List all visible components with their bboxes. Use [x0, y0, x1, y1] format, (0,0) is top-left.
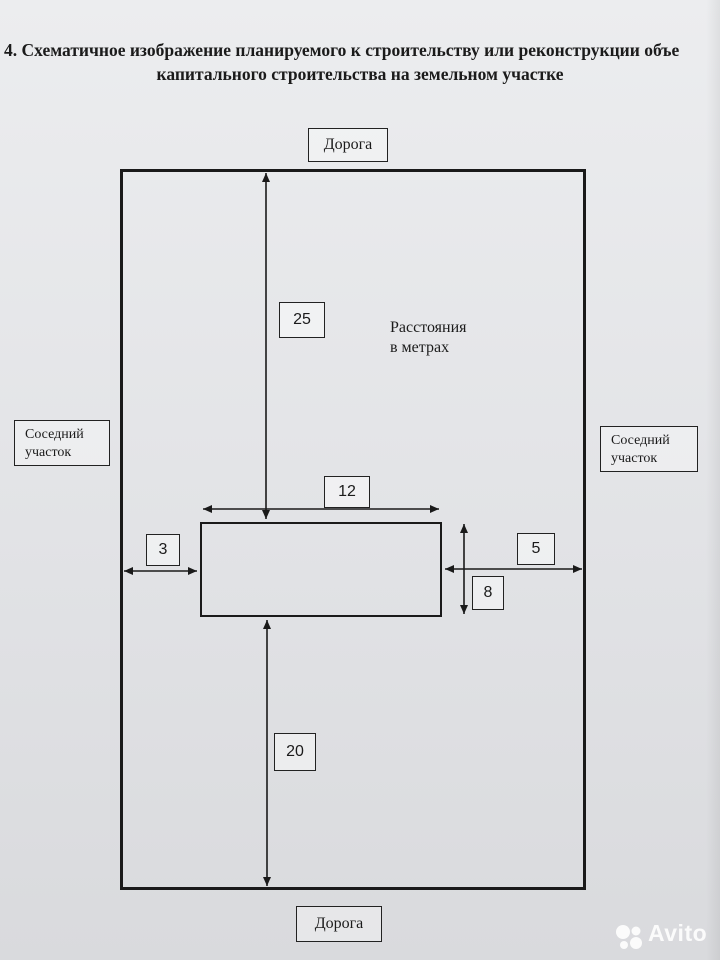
heading-line-1: 4. Схематичное изображение планируемого …: [4, 40, 680, 60]
units-note-line-2: в метрах: [390, 339, 450, 356]
neighbor-left-line-2: участок: [25, 445, 72, 460]
section-heading: 4. Схематичное изображение планируемого …: [0, 40, 720, 88]
avito-watermark-text: Avito: [648, 920, 708, 946]
road-bottom-label: Дорога: [296, 906, 382, 942]
units-note: Расстояния в метрах: [390, 318, 467, 358]
dimension-to-road-bottom: 20: [274, 733, 316, 771]
dimension-to-right-neighbor: 5: [517, 533, 555, 565]
land-plot-boundary: [120, 169, 586, 890]
units-note-line-1: Расстояния: [390, 319, 467, 336]
neighbor-left-label: Соседний участок: [14, 420, 110, 466]
page-shadow: [706, 0, 720, 960]
neighbor-right-line-2: участок: [611, 451, 658, 466]
neighbor-left-line-1: Соседний: [25, 427, 84, 442]
avito-watermark: Avito: [614, 918, 714, 952]
dimension-building-width: 8: [472, 576, 504, 610]
heading-line-2: капитального строительства на земельном …: [156, 64, 564, 84]
neighbor-right-label: Соседний участок: [600, 426, 698, 472]
dimension-building-length: 12: [324, 476, 370, 508]
dimension-to-road-top: 25: [279, 302, 325, 338]
dimension-to-left-neighbor: 3: [146, 534, 180, 566]
avito-logo-icon: [616, 925, 642, 949]
road-top-label: Дорога: [308, 128, 388, 162]
building-footprint: [200, 522, 442, 617]
neighbor-right-line-1: Соседний: [611, 433, 670, 448]
